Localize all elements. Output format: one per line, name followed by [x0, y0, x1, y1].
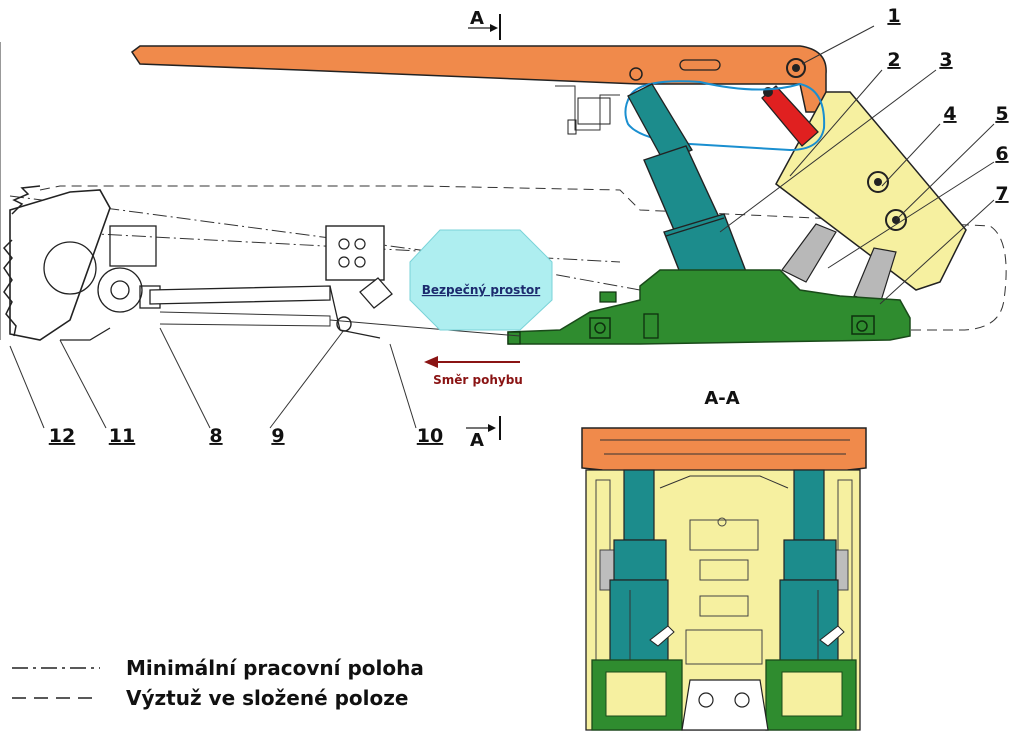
section-mark-bottom: A [466, 416, 501, 451]
part-number-labels: 1 2 3 4 5 6 7 8 9 10 11 12 [49, 5, 1009, 447]
section-title: A-A [704, 388, 739, 409]
base-frame [507, 269, 911, 345]
part-number-2: 2 [887, 49, 900, 71]
safe-zone-label: Bezpečný prostor [422, 283, 541, 297]
direction-arrow: Směr pohybu [424, 356, 523, 387]
leader-lines [0, 25, 995, 429]
part-number-7: 7 [995, 183, 1008, 205]
leg-top-pin [629, 67, 643, 81]
part-number-12: 12 [49, 425, 75, 447]
part-number-3: 3 [939, 49, 952, 71]
part-number-10: 10 [417, 425, 443, 447]
part-number-6: 6 [995, 143, 1008, 165]
part-number-9: 9 [271, 425, 284, 447]
canopy-slot [679, 59, 721, 71]
part-number-11: 11 [109, 425, 135, 447]
shearer-drum [2, 185, 161, 341]
section-mark-top: A [468, 8, 501, 40]
canopy-beam [130, 45, 827, 113]
part-number-8: 8 [209, 425, 222, 447]
section-view: A-A [581, 388, 867, 731]
canopy [130, 45, 827, 135]
linkage-struts [781, 223, 897, 305]
legend-label-minimal: Minimální pracovní poloha [126, 656, 424, 680]
hydraulic-leg [627, 83, 794, 299]
safe-zone: Bezpečný prostor [409, 229, 553, 331]
part-number-5: 5 [995, 103, 1008, 125]
conveyor-beam [149, 225, 521, 339]
part-number-1: 1 [887, 5, 900, 27]
section-letter-bottom: A [470, 430, 484, 451]
legend: Minimální pracovní poloha Výztuž ve slož… [12, 656, 424, 710]
direction-label: Směr pohybu [433, 373, 523, 387]
hose-line [624, 80, 826, 152]
part-number-4: 4 [943, 103, 956, 125]
legend-label-folded: Výztuž ve složené poloze [126, 686, 408, 710]
section-letter-top: A [470, 8, 484, 29]
canopy-pin-inner [792, 64, 800, 72]
